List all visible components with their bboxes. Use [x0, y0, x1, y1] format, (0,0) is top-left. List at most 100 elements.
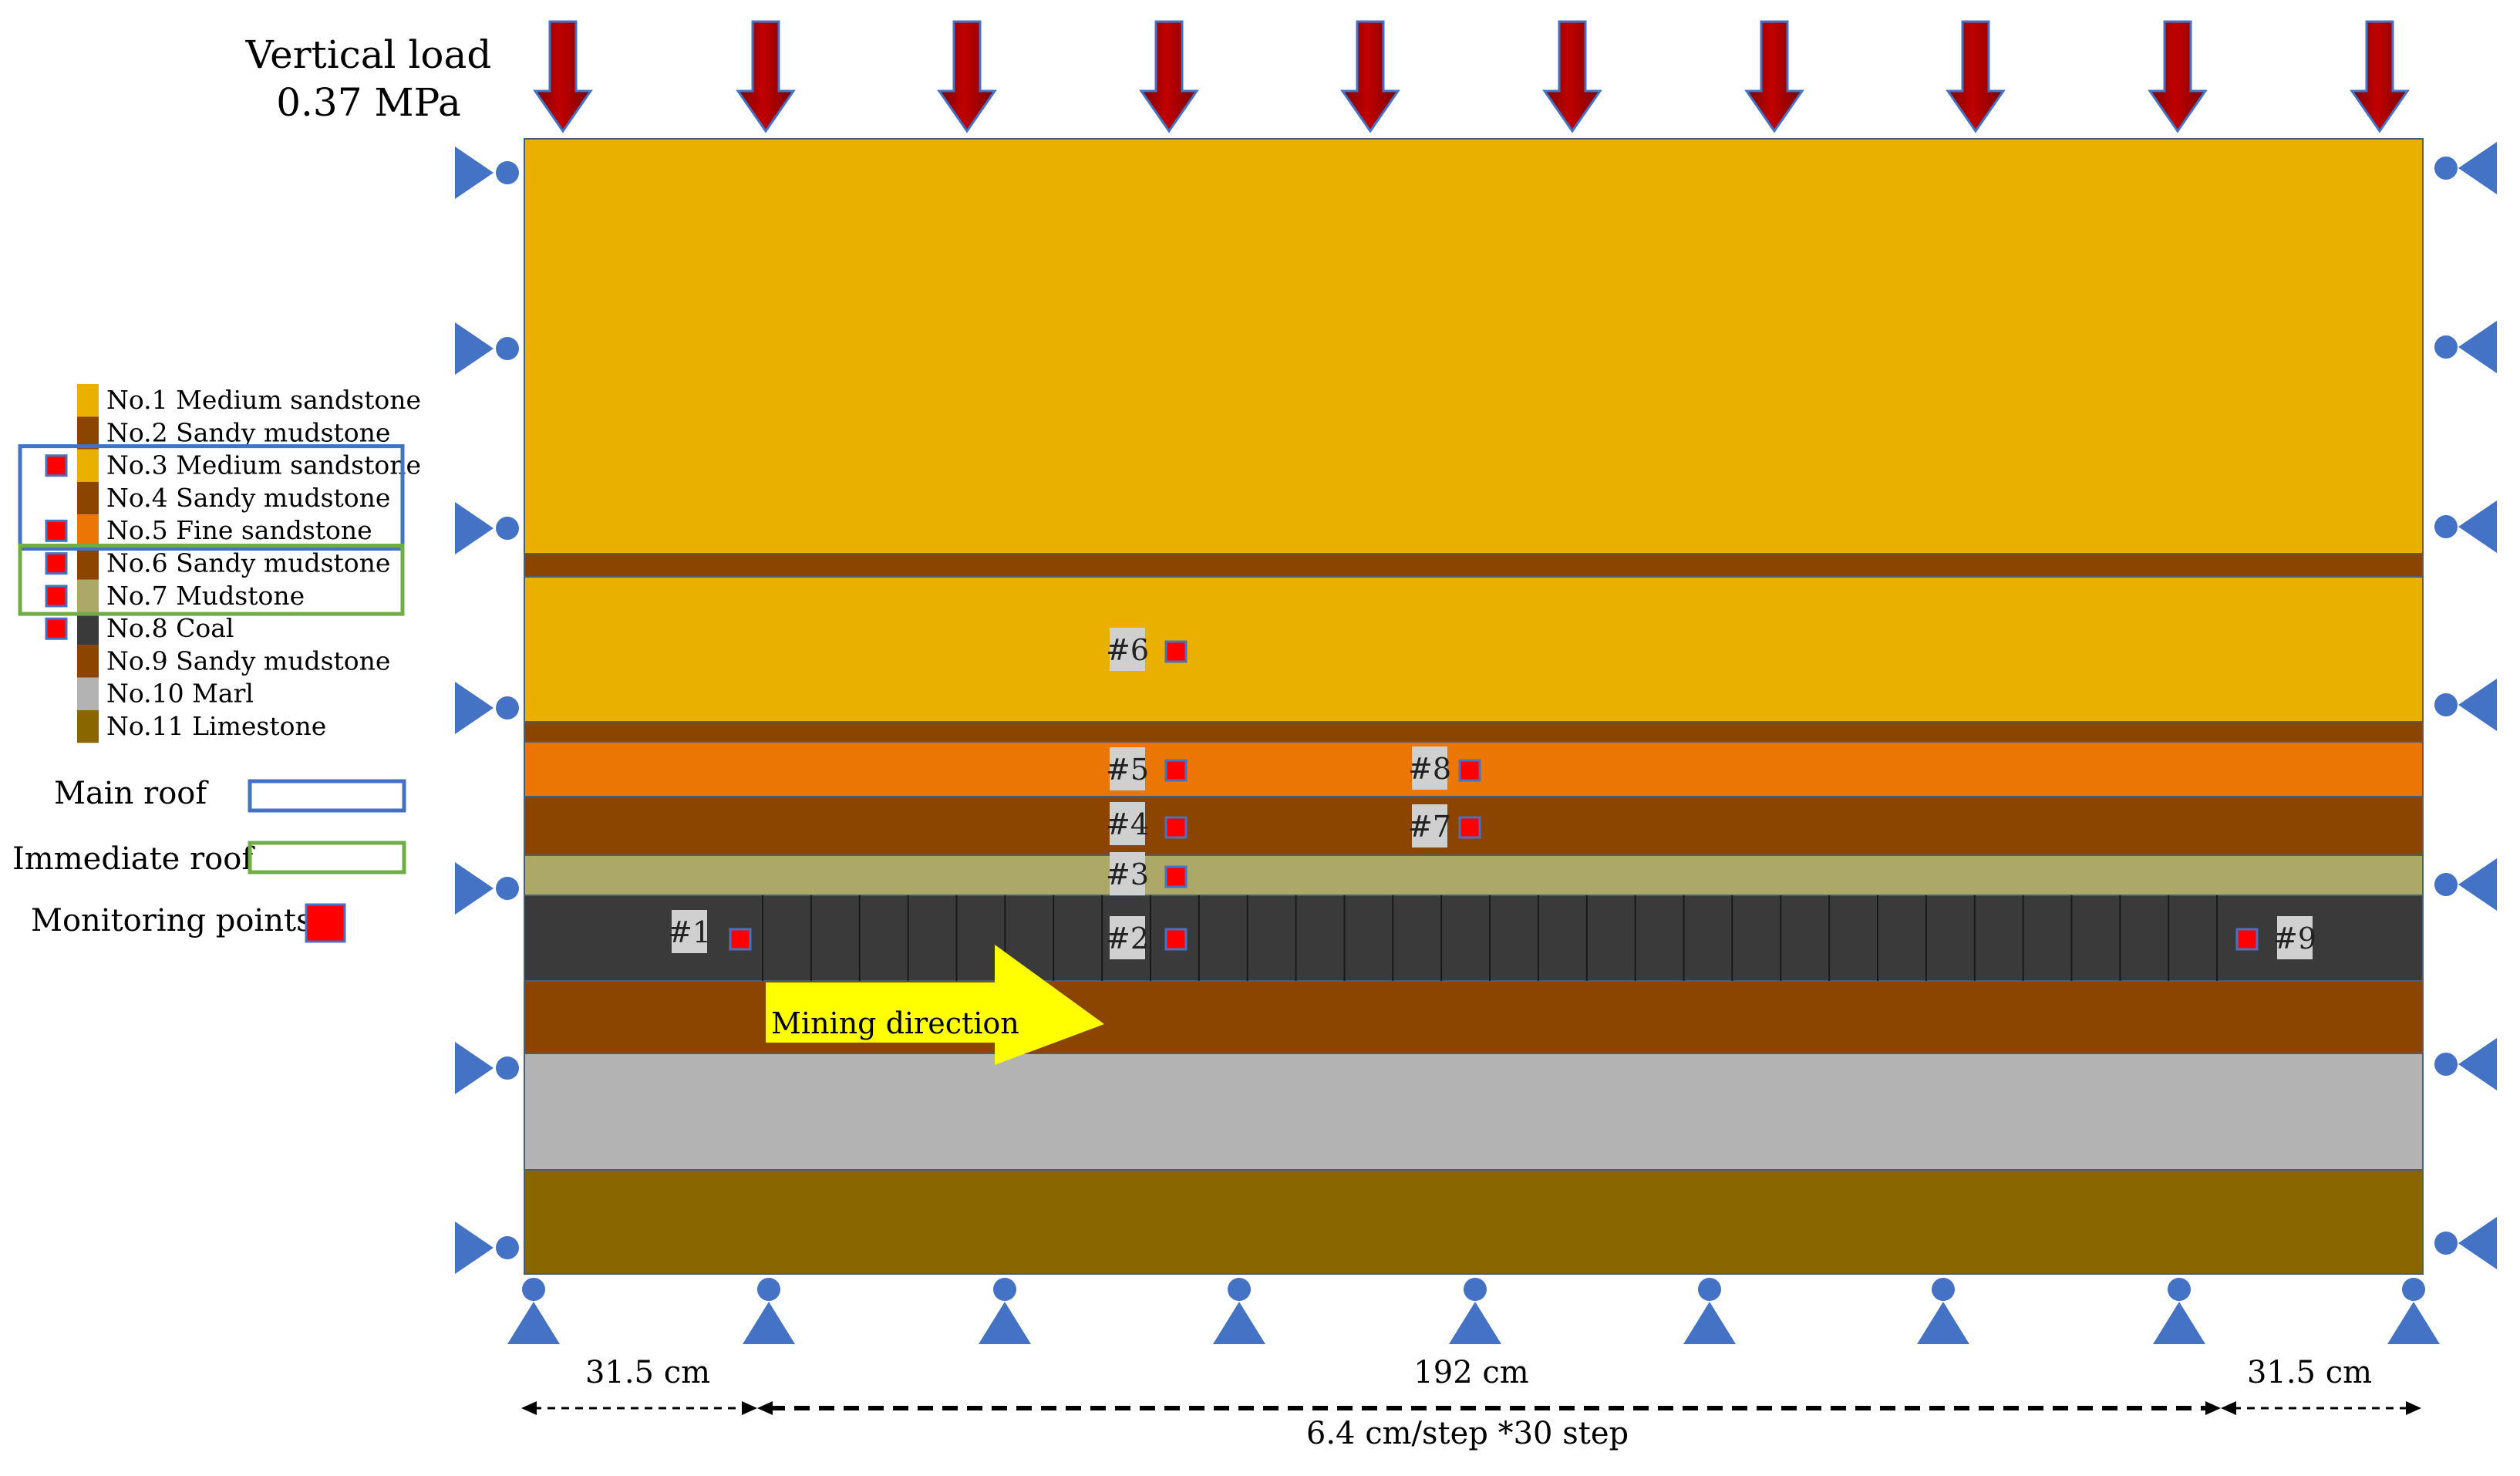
monitoring-point-marker: [1164, 865, 1188, 888]
side-support-right: [2458, 142, 2497, 194]
side-support-left: [455, 682, 494, 734]
layer-band-l7: [524, 854, 2424, 896]
legend-monitoring-marker: [45, 552, 68, 575]
legend-swatch-l6: [77, 547, 99, 580]
bottom-support: [1213, 1302, 1265, 1344]
bottom-support: [507, 1302, 560, 1344]
immediate-roof-label: Immediate roof: [12, 841, 255, 877]
vertical-load-title: Vertical load: [245, 32, 492, 77]
legend-swatch-l8: [77, 612, 99, 645]
dim-right-line-arrowhead: [2406, 1401, 2421, 1415]
side-support-right: [2458, 679, 2497, 731]
side-support-right: [2458, 1038, 2497, 1090]
side-support-left: [455, 502, 494, 554]
bottom-support-roller: [1932, 1278, 1955, 1301]
bottom-support: [743, 1302, 795, 1344]
monitoring-point-marker: [1164, 928, 1188, 951]
dim-middle-line-arrowhead: [757, 1401, 773, 1415]
bottom-support-roller: [757, 1278, 780, 1301]
legend-label-l7: No.7 Mudstone: [106, 581, 305, 611]
side-support-right: [2458, 1217, 2497, 1269]
load-arrow: [937, 20, 997, 133]
monitoring-point-marker: [1458, 759, 1481, 782]
roof-legend: Main roof Immediate roof Monitoring poin…: [12, 776, 406, 943]
side-support-right: [2458, 500, 2497, 553]
bottom-support-roller: [1464, 1278, 1487, 1301]
legend-monitoring-marker: [45, 585, 68, 608]
layer-band-l1: [524, 138, 2424, 554]
legend-label-l1: No.1 Medium sandstone: [106, 385, 421, 415]
side-support-roller-right: [2434, 1053, 2458, 1076]
legend-monitoring-marker: [45, 454, 68, 477]
layer-band-l11: [524, 1169, 2424, 1275]
layer-band-l8: [524, 895, 2424, 982]
monitoring-label-bg: [2277, 916, 2313, 959]
monitoring-point-label: #9: [2273, 922, 2316, 955]
monitoring-point-label: #1: [668, 915, 711, 949]
legend-label-l10: No.10 Marl: [106, 679, 254, 709]
monitoring-point-label: #3: [1106, 858, 1149, 891]
legend-label-l4: No.4 Sandy mudstone: [106, 483, 390, 513]
monitoring-point-label: #4: [1106, 807, 1149, 841]
bottom-support-roller: [2168, 1278, 2191, 1301]
bottom-support: [1917, 1302, 1969, 1344]
monitoring-point-marker: [1164, 640, 1188, 663]
dim-middle-line-arrowhead: [2205, 1401, 2221, 1415]
layer-band-l3: [524, 576, 2424, 723]
load-arrow: [2148, 20, 2208, 133]
monitoring-label-bg: [1110, 747, 1145, 790]
bottom-support: [1449, 1302, 1501, 1344]
side-support-roller-right: [2434, 1232, 2458, 1255]
load-arrow: [1139, 20, 1199, 133]
legend-swatch-l4: [77, 481, 99, 515]
legend-label-l6: No.6 Sandy mudstone: [106, 548, 390, 578]
bottom-support: [979, 1302, 1031, 1344]
side-support-left: [455, 147, 494, 199]
bottom-support-roller: [993, 1278, 1016, 1301]
monitoring-point-marker: [1458, 816, 1481, 839]
mining-direction-label: Mining direction: [771, 1006, 1019, 1040]
dim-right-line-arrowhead: [2221, 1401, 2236, 1415]
main-roof-box: [18, 444, 405, 551]
layer-band-l4: [524, 721, 2424, 743]
legend-label-l8: No.8 Coal: [106, 613, 234, 643]
bottom-support-roller: [1698, 1278, 1721, 1301]
dim-left-line-arrowhead: [521, 1401, 537, 1415]
legend-monitoring-marker: [45, 617, 68, 640]
dimension-lines: [521, 1401, 2421, 1415]
side-support-roller-left: [496, 696, 519, 719]
monitoring-label-bg: [1110, 802, 1145, 845]
dim-middle-label: 192 cm: [1413, 1355, 1528, 1390]
load-arrows: [533, 20, 2410, 133]
coal-excavation-grid: [762, 895, 2218, 981]
legend-label-l5: No.5 Fine sandstone: [106, 515, 372, 545]
mining-direction-arrow: Mining direction: [766, 945, 1104, 1065]
load-arrow: [1542, 20, 1602, 133]
bottom-support: [2153, 1302, 2205, 1344]
load-arrow: [1744, 20, 1804, 133]
side-support-roller-left: [496, 337, 519, 360]
bottom-support-roller: [2402, 1278, 2425, 1301]
monitoring-point-label: #8: [1408, 752, 1451, 786]
legend-swatch-l1: [77, 384, 99, 417]
dim-left-label: 31.5 cm: [585, 1355, 710, 1390]
dim-right-label: 31.5 cm: [2247, 1355, 2372, 1390]
monitoring-point-label: #5: [1106, 753, 1149, 787]
monitoring-point-marker: [1164, 759, 1188, 782]
monitoring-point-marker: [1164, 816, 1188, 839]
side-support-roller-right: [2434, 693, 2458, 716]
load-arrow: [2350, 20, 2410, 133]
side-supports: [455, 142, 2497, 1274]
side-support-left: [455, 1042, 494, 1094]
legend-label-l3: No.3 Medium sandstone: [106, 450, 421, 480]
monitoring-point-label: #7: [1408, 810, 1451, 844]
load-arrow: [736, 20, 796, 133]
layer-band-l2: [524, 553, 2424, 578]
monitoring-label-bg: [1110, 852, 1145, 895]
monitoring-label-bg: [1110, 916, 1145, 959]
legend-swatch-l2: [77, 416, 99, 450]
monitoring-label-bg: [1110, 628, 1145, 671]
layer-band-l10: [524, 1053, 2424, 1171]
